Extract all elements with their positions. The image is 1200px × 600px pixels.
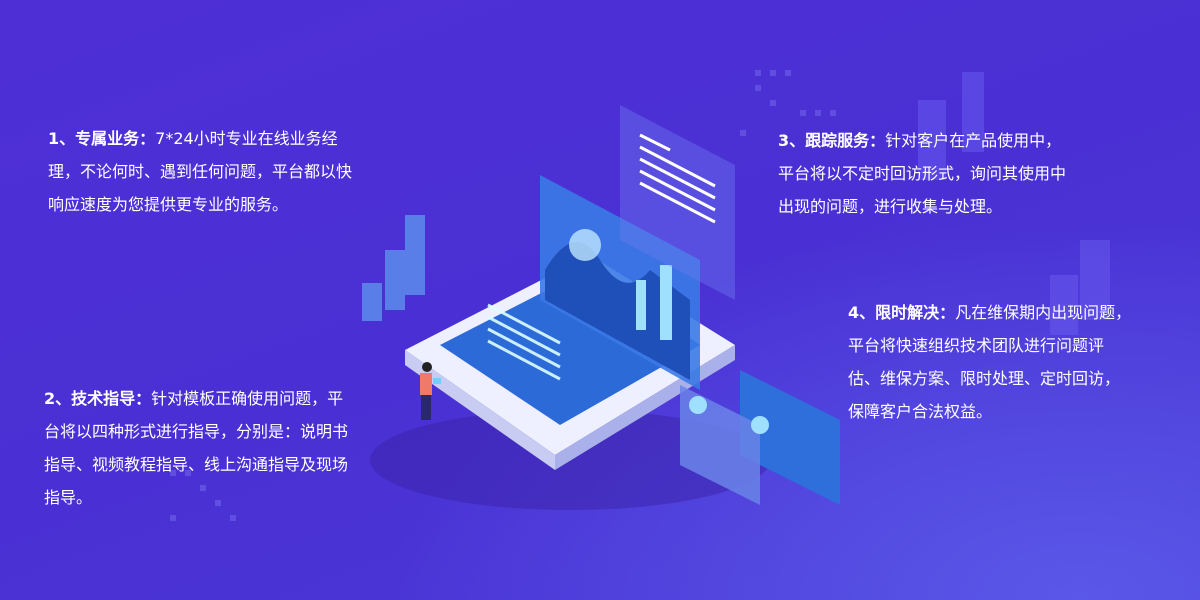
document-lines	[639, 133, 716, 224]
person-figure	[420, 362, 441, 420]
service-text: 7*24小时专业在线业务经	[155, 129, 338, 148]
service-text: 针对模板正确使用问题，平	[151, 389, 344, 408]
service-text: 平台将以不定时回访形式，询问其使用中	[778, 164, 1067, 183]
service-title: 3、跟踪服务：	[778, 131, 886, 150]
service-text: 理，不论何时、遇到任何问题，平台都以快	[48, 162, 353, 181]
service-text: 响应速度为您提供更专业的服务。	[48, 195, 289, 214]
service-text: 保障客户合法权益。	[848, 402, 993, 421]
service-text: 指导、视频教程指导、线上沟通指导及现场	[44, 455, 349, 474]
service-technical-guidance: 2、技术指导：针对模板正确使用问题，平 台将以四种形式进行指导，分别是：说明书 …	[44, 382, 348, 514]
service-title: 4、限时解决：	[848, 303, 956, 322]
service-text: 凡在维保期内出现问题，	[955, 303, 1132, 322]
service-text: 指导。	[44, 488, 93, 507]
service-tracking: 3、跟踪服务：针对客户在产品使用中， 平台将以不定时回访形式，询问其使用中 出现…	[778, 124, 1066, 223]
service-title: 1、专属业务：	[48, 129, 156, 148]
browser-window-card	[680, 370, 840, 505]
background-bars	[918, 72, 1110, 335]
dot-grid-decoration	[170, 70, 836, 521]
service-text: 针对客户在产品使用中，	[885, 131, 1062, 150]
bar-chart-3d	[362, 215, 425, 321]
service-text: 出现的问题，进行收集与处理。	[778, 197, 1003, 216]
service-text: 估、维保方案、限时处理、定时回访，	[848, 369, 1121, 388]
service-exclusive-business: 1、专属业务：7*24小时专业在线业务经 理，不论何时、遇到任何问题，平台都以快…	[48, 122, 352, 221]
service-time-limited-resolution: 4、限时解决：凡在维保期内出现问题， 平台将快速组织技术团队进行问题评 估、维保…	[848, 296, 1131, 428]
service-text: 平台将快速组织技术团队进行问题评	[848, 336, 1105, 355]
service-title: 2、技术指导：	[44, 389, 152, 408]
service-text: 台将以四种形式进行指导，分别是：说明书	[44, 422, 349, 441]
